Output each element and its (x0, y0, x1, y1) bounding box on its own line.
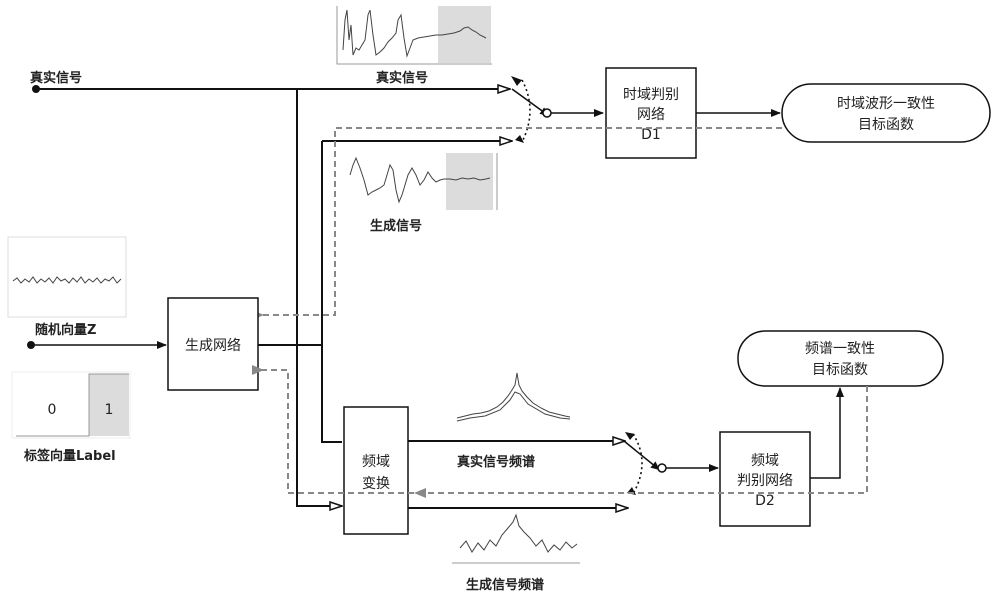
freq-feedback-arrow (414, 488, 426, 498)
generator-label: 生成网络 (185, 338, 241, 354)
freq-objective-line1: 频谱一致性 (805, 341, 875, 357)
time-discriminator-d1 (605, 67, 697, 159)
d2-to-objective-wire (810, 387, 844, 479)
gen-signal-plot-label: 生成信号 (370, 218, 422, 234)
d1-label-line2: 网络 (637, 107, 665, 123)
time-switch-pivot (542, 108, 552, 118)
d2-label-line2: 判别网络 (737, 473, 793, 489)
label-shade (89, 374, 129, 436)
freq-feedback-path (252, 365, 868, 494)
gen-plot-shade (446, 153, 493, 210)
real-signal-input-label: 真实信号 (30, 70, 82, 86)
time-switch-lever (511, 88, 550, 116)
time-objective-line2: 目标函数 (858, 117, 914, 133)
real-signal-plot: 真实信号 (336, 6, 492, 86)
time-objective-line1: 时域波形一致性 (837, 96, 935, 112)
freq-discriminator-d2 (719, 431, 811, 527)
real-spectrum-plot: 真实信号频谱 (456, 372, 571, 470)
real-to-freq-wire (296, 89, 342, 506)
gen-spectrum-plot: 生成信号频谱 (452, 513, 580, 593)
d2-label-line3: D2 (755, 493, 775, 509)
generator-to-freq-wire (321, 345, 342, 443)
freq-switch-pivot (657, 463, 667, 473)
d1-label-line3: D1 (641, 127, 661, 143)
time-feedback-path (252, 127, 782, 320)
label-vector-label: 标签向量Label (23, 448, 116, 464)
label-value-1: 1 (105, 402, 114, 418)
random-vector-label: 随机向量Z (35, 322, 96, 338)
freq-transform-line2: 变换 (362, 475, 390, 492)
d1-label-line1: 时域判别 (623, 87, 679, 103)
gen-spectrum-label: 生成信号频谱 (466, 577, 544, 593)
gen-signal-plot: 生成信号 (349, 153, 498, 234)
freq-objective (737, 330, 944, 387)
random-vector-plot (7, 236, 127, 318)
label-value-0: 0 (48, 402, 57, 418)
freq-switch-dotted-arc (632, 433, 643, 495)
generator-network (167, 297, 259, 391)
freq-transform-line1: 频域 (362, 454, 390, 470)
time-switch-dotted-arc (521, 79, 531, 143)
real-signal-plot-label: 真实信号 (376, 70, 428, 86)
label-vector-plot: 0 1 (11, 371, 131, 439)
freq-objective-line2: 目标函数 (812, 362, 868, 378)
freq-switch-lever (623, 440, 660, 471)
freq-transform (343, 406, 409, 535)
time-objective (781, 83, 991, 143)
d2-label-line1: 频域 (751, 453, 779, 469)
real-spectrum-label: 真实信号频谱 (457, 454, 535, 470)
